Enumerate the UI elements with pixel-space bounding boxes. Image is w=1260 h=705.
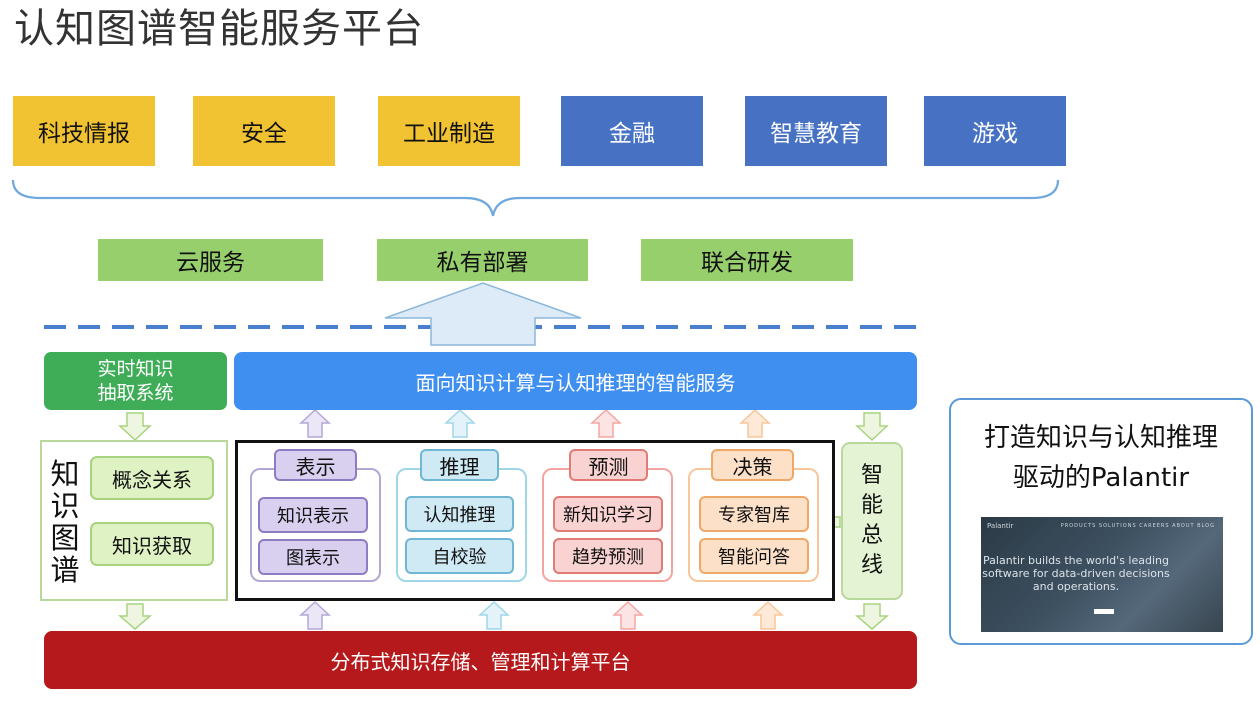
realtime-extraction-system: 实时知识 抽取系统 — [44, 352, 227, 410]
down-arrow-icon — [855, 412, 889, 442]
domain-manufacturing: 工业制造 — [378, 96, 520, 166]
tag-prediction: 预测 — [569, 449, 648, 481]
palantir-title: 打造知识与认知推理 驱动的Palantir — [949, 418, 1253, 498]
down-arrow-icon — [854, 603, 890, 630]
up-arrow-icon — [612, 600, 644, 630]
down-arrow-icon — [117, 603, 153, 630]
down-arrow-icon — [118, 412, 152, 442]
domain-sci-tech-intel: 科技情报 — [13, 96, 155, 166]
intelligent-bus: 智 能 总 线 — [841, 442, 903, 600]
domain-smart-education: 智慧教育 — [745, 96, 887, 166]
sub-cognitive-reasoning: 认知推理 — [405, 496, 514, 532]
intelligent-service-bar: 面向知识计算与认知推理的智能服务 — [234, 352, 917, 410]
brace-icon — [11, 179, 1060, 217]
kg-item-knowledge-acquisition: 知识获取 — [90, 522, 214, 566]
sub-trend-prediction: 趋势预测 — [553, 538, 663, 574]
palantir-website-screenshot: Palantir PRODUCTS SOLUTIONS CAREERS ABOU… — [981, 517, 1223, 632]
palantir-title-line1: 打造知识与认知推理 — [983, 423, 1218, 453]
tag-representation: 表示 — [274, 449, 357, 481]
palantir-nav: PRODUCTS SOLUTIONS CAREERS ABOUT BLOG — [1060, 523, 1215, 529]
palantir-logo: Palantir — [987, 522, 1014, 530]
bus-char: 能 — [860, 493, 883, 518]
tag-decision: 决策 — [711, 449, 794, 481]
sub-self-verification: 自校验 — [405, 538, 514, 574]
kg-title-char: 识 — [50, 489, 80, 523]
sub-expert-think-tank: 专家智库 — [699, 496, 809, 532]
kg-title-char: 图 — [50, 521, 80, 555]
sub-intelligent-qa: 智能问答 — [699, 538, 809, 574]
bus-char: 智 — [860, 463, 883, 488]
up-arrow-icon — [478, 600, 510, 630]
distributed-platform-bar: 分布式知识存储、管理和计算平台 — [44, 631, 917, 689]
sub-graph-representation: 图表示 — [258, 539, 368, 575]
sub-knowledge-representation: 知识表示 — [258, 497, 368, 533]
domain-finance: 金融 — [561, 96, 703, 166]
page-title: 认知图谱智能服务平台 — [14, 6, 424, 52]
up-arrow-icon — [444, 408, 476, 438]
up-arrow-icon — [299, 408, 331, 438]
up-arrow-icon — [739, 408, 771, 438]
domain-security: 安全 — [193, 96, 335, 166]
bus-char: 总 — [860, 523, 883, 548]
bus-char: 线 — [860, 553, 883, 578]
realtime-line1: 实时知识 — [97, 358, 174, 380]
deploy-joint-rd: 联合研发 — [641, 239, 853, 281]
tag-reasoning: 推理 — [420, 449, 499, 481]
domain-games: 游戏 — [924, 96, 1066, 166]
kg-title-char: 谱 — [50, 553, 80, 587]
knowledge-graph-title: 知 识 图 谱 — [48, 458, 82, 586]
realtime-line2: 抽取系统 — [97, 382, 174, 404]
palantir-title-line2: 驱动的Palantir — [1012, 463, 1190, 493]
up-arrow-icon — [752, 600, 784, 630]
kg-title-char: 知 — [50, 457, 80, 491]
sub-new-knowledge-learning: 新知识学习 — [553, 496, 663, 532]
palantir-tagline: Palantir builds the world's leading soft… — [982, 554, 1170, 593]
up-arrow-icon — [299, 600, 331, 630]
palantir-cta-button — [1094, 609, 1114, 614]
up-arrow-icon — [590, 408, 622, 438]
deploy-cloud: 云服务 — [98, 239, 323, 281]
deploy-private: 私有部署 — [377, 239, 588, 281]
big-up-arrow-icon — [384, 282, 582, 346]
kg-item-concept-relation: 概念关系 — [90, 456, 214, 500]
